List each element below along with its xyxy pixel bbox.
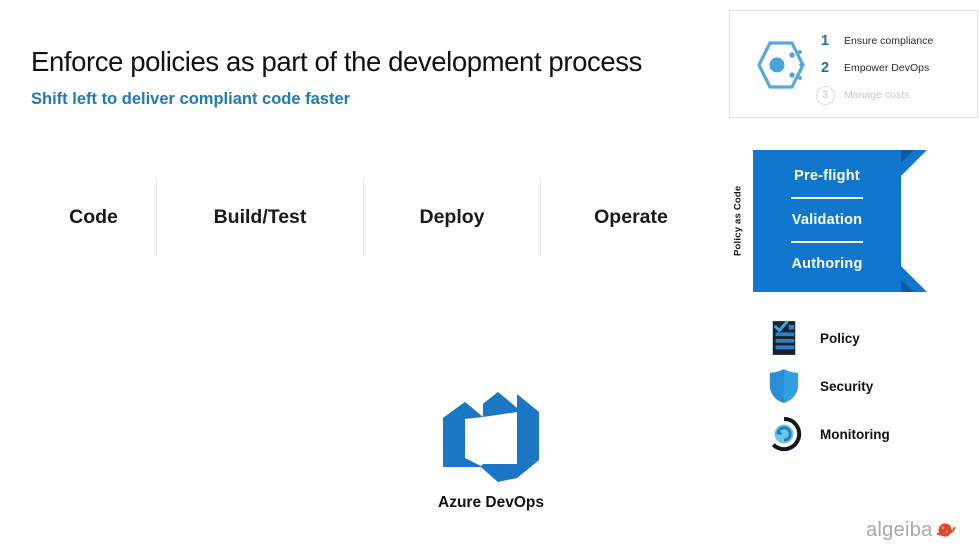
feature-list: Policy Security Monitoring (764, 314, 964, 458)
chevron-shape: Pre-flight Validation Authoring (753, 150, 927, 292)
shield-icon (764, 366, 804, 406)
pipeline-stage-build-test[interactable]: Build/Test (157, 176, 363, 258)
pipeline-stage-label: Build/Test (213, 205, 307, 228)
policy-item-divider (791, 197, 863, 199)
feature-label: Monitoring (820, 426, 890, 442)
policy-as-code-axis-label: Policy as Code (732, 185, 744, 257)
feature-row-policy[interactable]: Policy (764, 314, 964, 362)
goal-item-2[interactable]: 2 Empower DevOps (812, 56, 974, 80)
goal-label: Empower DevOps (844, 62, 930, 74)
goals-card: 1 Ensure compliance 2 Empower DevOps 3 M… (729, 10, 978, 118)
feature-label: Policy (820, 330, 860, 346)
pipeline-divider (540, 178, 541, 256)
policy-as-code-panel: Policy as Code Pre-flight Validation Aut… (727, 148, 927, 294)
azure-devops-logo-icon (439, 390, 543, 486)
pipeline-stage-deploy[interactable]: Deploy (364, 176, 540, 258)
clipboard-checklist-icon (764, 318, 804, 358)
goal-number: 3 (812, 85, 838, 105)
pipeline-stage-label: Deploy (419, 205, 485, 228)
policy-item-authoring[interactable]: Authoring (791, 256, 863, 272)
page-subtitle: Shift left to deliver compliant code fas… (31, 90, 351, 108)
goal-number-circle: 3 (815, 85, 835, 105)
goal-item-1[interactable]: 1 Ensure compliance (812, 29, 974, 53)
pipeline-stage-label: Operate (594, 205, 668, 228)
goals-list: 1 Ensure compliance 2 Empower DevOps 3 M… (812, 29, 974, 110)
brand-wordmark: algeiba (866, 519, 933, 541)
goal-label: Manage costs (844, 89, 910, 101)
policy-item-validation[interactable]: Validation (791, 212, 863, 228)
pipeline-stage-label: Code (69, 205, 118, 228)
feature-row-security[interactable]: Security (764, 362, 964, 410)
pipeline-divider (156, 178, 157, 256)
pipeline-stage-operate[interactable]: Operate (541, 176, 721, 258)
chevron-body (753, 150, 901, 292)
policy-item-pre-flight[interactable]: Pre-flight (794, 168, 860, 184)
chevron-fold-top-icon (901, 150, 914, 163)
policy-item-divider (791, 241, 863, 243)
brand-logo: algeiba (866, 516, 974, 544)
goal-number: 2 (820, 60, 830, 76)
azure-devops-label: Azure DevOps (438, 494, 544, 511)
policy-as-code-items: Pre-flight Validation Authoring (753, 150, 901, 292)
planet-mark-icon (935, 519, 957, 541)
page-title: Enforce policies as part of the developm… (31, 46, 642, 77)
monitoring-refresh-icon (764, 414, 804, 454)
feature-label: Security (820, 378, 874, 394)
azure-devops-block: Azure DevOps (430, 390, 552, 512)
goal-label: Ensure compliance (844, 35, 934, 47)
pipeline-stages: Code Build/Test Deploy Operate (31, 176, 721, 258)
goal-number: 1 (820, 33, 830, 49)
feature-row-monitoring[interactable]: Monitoring (764, 410, 964, 458)
hexagon-policy-icon (746, 33, 810, 97)
pipeline-divider (363, 178, 364, 256)
chevron-fold-bottom-icon (901, 279, 914, 292)
pipeline-stage-code[interactable]: Code (31, 176, 156, 258)
goal-item-3[interactable]: 3 Manage costs (812, 83, 974, 107)
